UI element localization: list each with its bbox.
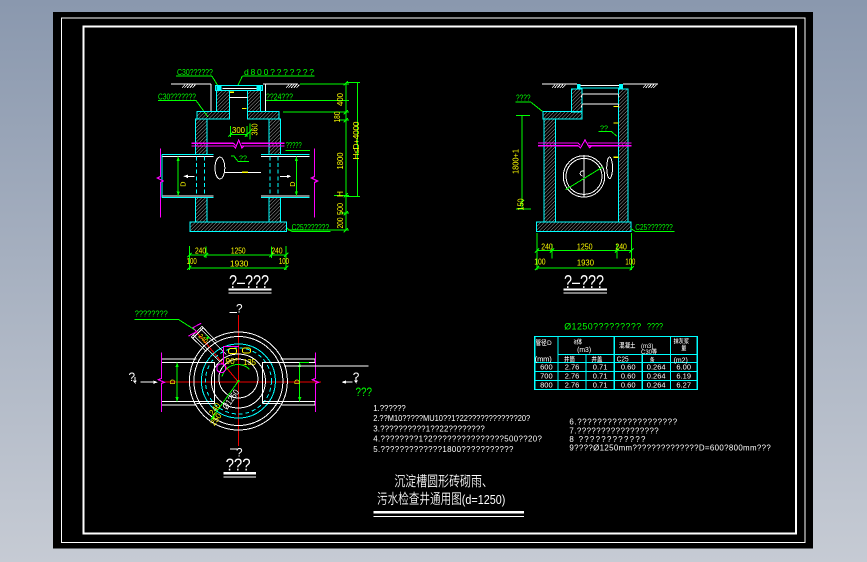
- svg-text:240: 240: [195, 246, 206, 256]
- svg-text:??24???: ??24???: [266, 91, 293, 101]
- svg-text:200: 200: [335, 217, 345, 228]
- svg-text:0.60: 0.60: [621, 363, 636, 372]
- svg-text:1800: 1800: [335, 152, 345, 169]
- svg-text:3.??????????1??22????????: 3.??????????1??22????????: [373, 424, 485, 433]
- svg-text:????????: ????????: [135, 309, 168, 319]
- svg-text:6.????????????????????: 6.????????????????????: [569, 418, 677, 427]
- svg-text:700: 700: [540, 372, 553, 381]
- svg-text:?: ?: [236, 302, 243, 316]
- svg-text:D: D: [547, 340, 552, 347]
- svg-text:C25???????: C25???????: [635, 222, 673, 232]
- svg-text:D: D: [168, 379, 177, 384]
- svg-text:360: 360: [250, 123, 260, 135]
- svg-text:(m3): (m3): [577, 347, 591, 354]
- svg-text:400: 400: [335, 93, 345, 106]
- svg-text:135: 135: [243, 358, 256, 367]
- svg-text:2.76: 2.76: [565, 363, 580, 372]
- svg-text:240: 240: [615, 241, 627, 251]
- svg-text:100: 100: [534, 257, 546, 267]
- svg-text:6.19: 6.19: [676, 372, 691, 381]
- svg-text:5.?????????????1800???????????: 5.?????????????1800???????????: [373, 445, 514, 454]
- svg-text:1.??????: 1.??????: [373, 404, 406, 413]
- svg-text:Ø1250?????????: Ø1250?????????: [564, 321, 641, 331]
- svg-text:?: ?: [236, 446, 243, 460]
- svg-text:?–???: ?–???: [229, 271, 269, 292]
- svg-text:240: 240: [541, 241, 553, 251]
- svg-text:????: ????: [647, 321, 663, 331]
- svg-text:300: 300: [232, 125, 245, 135]
- svg-text:240: 240: [272, 246, 283, 256]
- svg-text:100: 100: [625, 257, 635, 267]
- svg-text:??: ??: [600, 123, 608, 132]
- svg-text:H: H: [335, 191, 345, 197]
- svg-text:???: ???: [356, 385, 373, 399]
- svg-text:0.60: 0.60: [621, 381, 636, 390]
- svg-text:2.??M10?????MU10??1?22????????: 2.??M10?????MU10??1?22????????????20?: [373, 414, 531, 423]
- svg-text:4.????????1?2???????????????50: 4.????????1?2???????????????500??20?: [373, 435, 542, 444]
- svg-text:2.76: 2.76: [565, 381, 580, 390]
- svg-text:0.264: 0.264: [647, 363, 666, 372]
- svg-text:???: ???: [226, 454, 251, 474]
- svg-text:0.264: 0.264: [647, 381, 666, 390]
- svg-text:C25???????: C25???????: [292, 222, 330, 232]
- svg-text:9????Ø1250mm??????????????D=60: 9????Ø1250mm??????????????D=600?800mm???: [569, 444, 771, 453]
- svg-text:d800???????: d800???????: [244, 67, 314, 77]
- svg-text:1930: 1930: [230, 258, 249, 268]
- svg-text:600: 600: [540, 363, 553, 372]
- svg-text:0.264: 0.264: [647, 372, 666, 381]
- svg-text:1930: 1930: [577, 258, 594, 268]
- svg-text:1250: 1250: [231, 246, 246, 256]
- svg-text:500: 500: [335, 203, 345, 215]
- svg-text:8 ????????????: 8 ????????????: [569, 435, 646, 444]
- svg-text:(mm): (mm): [535, 354, 552, 363]
- svg-text:C25: C25: [617, 354, 629, 363]
- svg-text:90°: 90°: [226, 357, 239, 366]
- svg-text:????: ????: [516, 93, 531, 103]
- svg-text:(d=1250): (d=1250): [462, 492, 506, 507]
- svg-text:100: 100: [187, 256, 197, 266]
- svg-text:(m2): (m2): [674, 356, 689, 365]
- svg-text:H≤D+4000: H≤D+4000: [351, 121, 361, 159]
- svg-text:?–???: ?–???: [564, 271, 604, 292]
- svg-text:C30??????: C30??????: [177, 67, 213, 77]
- svg-text:C30???????: C30???????: [158, 91, 196, 101]
- svg-text:砌: 砌: [574, 338, 577, 346]
- svg-text:100: 100: [279, 256, 289, 266]
- svg-text:800: 800: [540, 381, 553, 390]
- svg-text:C30: C30: [641, 350, 653, 356]
- svg-text:6.27: 6.27: [676, 381, 691, 390]
- svg-text:2.76: 2.76: [565, 372, 580, 381]
- svg-text:0.71: 0.71: [593, 381, 608, 390]
- svg-text:D: D: [178, 182, 187, 187]
- svg-text:0.71: 0.71: [593, 372, 608, 381]
- svg-text:0.71: 0.71: [593, 363, 608, 372]
- svg-text:(m3): (m3): [641, 344, 653, 350]
- svg-text:D: D: [293, 379, 302, 384]
- svg-text:??: ??: [239, 153, 247, 162]
- svg-text:1250: 1250: [577, 241, 593, 251]
- svg-text:D: D: [288, 182, 297, 187]
- svg-text:0.60: 0.60: [621, 372, 636, 381]
- svg-text:150: 150: [516, 198, 526, 210]
- svg-text:?: ?: [129, 370, 136, 384]
- svg-text:6.00: 6.00: [676, 363, 691, 372]
- svg-text:7.?????????????????: 7.?????????????????: [569, 426, 659, 435]
- svg-text:180: 180: [332, 111, 342, 122]
- svg-text:1800+1: 1800+1: [511, 149, 521, 174]
- svg-text:?????: ?????: [286, 140, 302, 150]
